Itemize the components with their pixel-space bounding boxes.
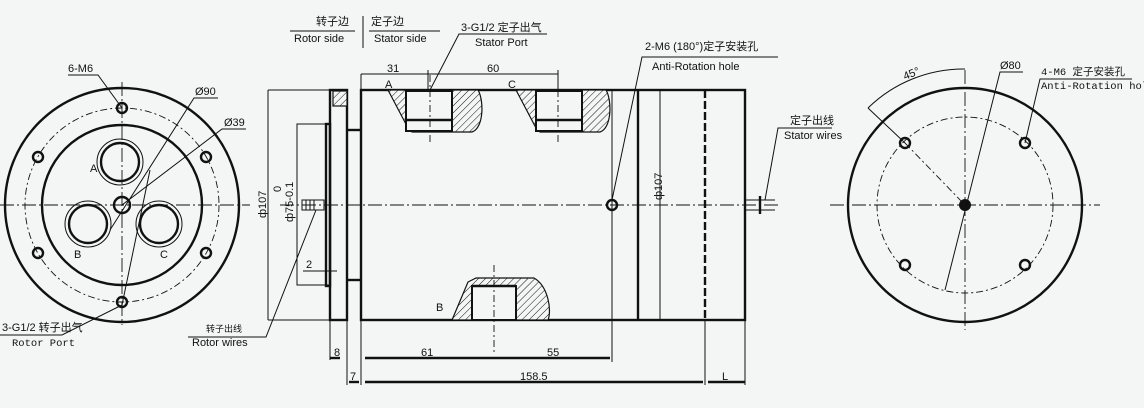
rotor-side-en: Rotor side <box>294 33 344 45</box>
dim-60: 60 <box>487 63 499 75</box>
dim-75-tolerance: 0 <box>272 186 284 192</box>
rotor-wire-stub <box>301 199 325 211</box>
dia-90-label: Ø90 <box>195 86 216 98</box>
dim-L: L <box>722 371 728 383</box>
rotor-wires-cn: 转子出线 <box>206 323 242 334</box>
dim-8: 8 <box>334 347 340 359</box>
stator-holes-en: Anti-Rotation hole <box>1041 81 1144 93</box>
dim-75: ф75-0.1 <box>284 182 296 222</box>
rotor-wires-en: Rotor wires <box>192 337 248 349</box>
anti-rotation-en: Anti-Rotation hole <box>652 61 739 73</box>
side-legend: 转子边 Rotor side 定子边 Stator side <box>290 14 440 48</box>
bolt-hole-label: 6-M6 <box>68 63 93 75</box>
stator-port-en: Stator Port <box>475 37 528 49</box>
anti-rotation-cn: 2-M6 (180°)定子安装孔 <box>645 39 758 53</box>
dim-107-right: ф107 <box>653 173 665 200</box>
port-b-label: B <box>74 249 81 261</box>
port-a-label: A <box>90 163 98 175</box>
rotor-port-en: Rotor Port <box>12 338 75 350</box>
dia-80-label: Ø80 <box>1000 60 1021 72</box>
dim-7: 7 <box>350 371 356 383</box>
port-c-label: C <box>160 249 168 261</box>
dim-107-left: ф107 <box>257 191 269 218</box>
rotor-port-cn: 3-G1/2 转子出气 <box>2 320 83 334</box>
side-view: ф107 0 ф75-0.1 2 ф107 A C B 2-M6 (180°)定… <box>188 20 843 385</box>
dim-55: 55 <box>547 347 559 359</box>
dim-2: 2 <box>306 259 312 271</box>
angle-45-label: 45° <box>902 65 922 82</box>
stator-end-view: 45° Ø80 4-M6 定子安装孔 Anti-Rotation hole <box>830 60 1144 330</box>
stator-side-en: Stator side <box>374 33 427 45</box>
stator-wires-cn: 定子出线 <box>790 113 834 127</box>
dia-39-label: Ø39 <box>224 117 245 129</box>
dim-31: 31 <box>387 63 399 75</box>
stator-wires-en: Stator wires <box>784 130 843 142</box>
section-b-label: B <box>436 302 443 314</box>
rotor-end-view: A B C 6-M6 Ø90 Ø39 3-G1/2 转子出气 Rotor Por… <box>0 63 250 350</box>
stator-holes-cn: 4-M6 定子安装孔 <box>1041 65 1126 79</box>
dim-158-5: 158.5 <box>520 371 548 383</box>
rotor-side-cn: 转子边 <box>316 14 349 28</box>
stator-side-cn: 定子边 <box>371 14 404 28</box>
dim-61: 61 <box>421 347 433 359</box>
section-a-label: A <box>385 79 393 91</box>
section-c-label: C <box>508 79 516 91</box>
stator-port-cn: 3-G1/2 定子出气 <box>461 20 542 34</box>
